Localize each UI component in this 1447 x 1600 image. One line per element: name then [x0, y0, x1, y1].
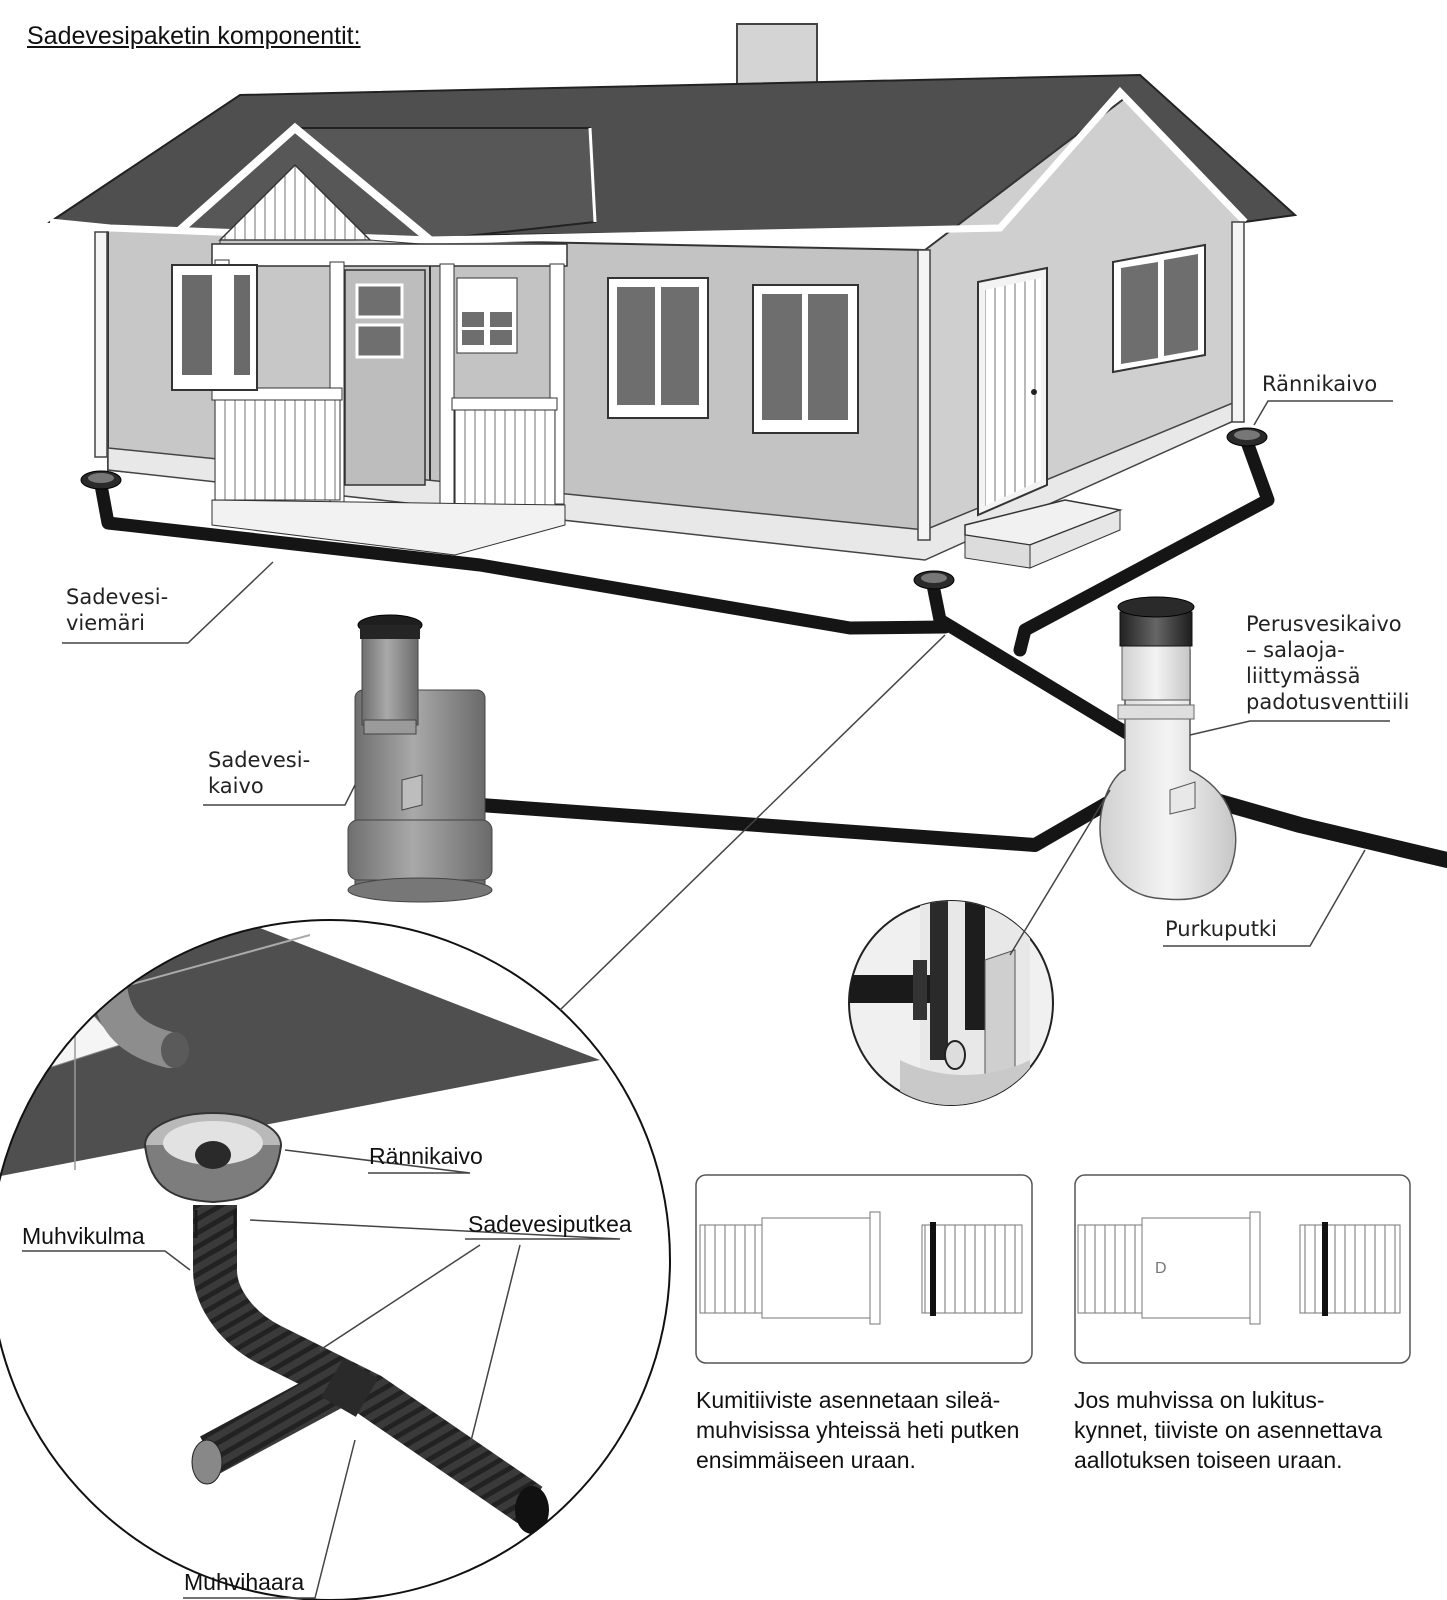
- label-sadevesiviemari: Sadevesi- viemäri: [66, 585, 169, 635]
- window-right: [1112, 243, 1206, 374]
- gutter-detail-circle: [0, 919, 671, 1600]
- side-door: [977, 266, 1048, 517]
- valve-detail-circle: [848, 900, 1054, 1106]
- porch: [211, 243, 568, 556]
- page-title: Sadevesipaketin komponentit:: [27, 22, 361, 50]
- caption-left: Kumitiiviste asennetaan sileä- muhvisiss…: [696, 1387, 1020, 1473]
- window-front-1: [607, 277, 709, 419]
- label-sadevesiputkea: Sadevesiputkea: [468, 1211, 632, 1237]
- leader-lines: [22, 400, 1393, 1599]
- chimney: [736, 23, 818, 87]
- label-muhvihaara: Muhvihaara: [184, 1569, 305, 1595]
- label-muhvikulma: Muhvikulma: [22, 1223, 145, 1249]
- label-perusvesikaivo: Perusvesikaivo – salaoja- liittymässä pa…: [1246, 612, 1410, 714]
- downpipes: [94, 221, 1245, 541]
- purkuputki-pipe: [1187, 787, 1447, 868]
- perusvesikaivo-well: [1099, 596, 1237, 901]
- joint-marker-d: D: [1155, 1260, 1167, 1277]
- label-rannikaivo-detail: Rännikaivo: [369, 1143, 483, 1169]
- house: [47, 23, 1298, 569]
- label-sadevesikaivo: Sadevesi- kaivo: [208, 748, 311, 798]
- window-front-2: [752, 284, 859, 434]
- label-purkuputki: Purkuputki: [1165, 917, 1277, 941]
- gutter-wells: [80, 427, 1268, 590]
- label-rannikaivo-top: Rännikaivo: [1262, 372, 1378, 396]
- sadevesikaivo-well: [347, 614, 493, 903]
- window-left: [171, 264, 258, 391]
- caption-right: Jos muhvissa on lukitus- kynnet, tiivist…: [1074, 1387, 1383, 1473]
- joint-diagram-left: [695, 1174, 1033, 1364]
- joint-diagram-right: [1074, 1174, 1411, 1364]
- sadevesiviemari-pipe: [94, 478, 952, 635]
